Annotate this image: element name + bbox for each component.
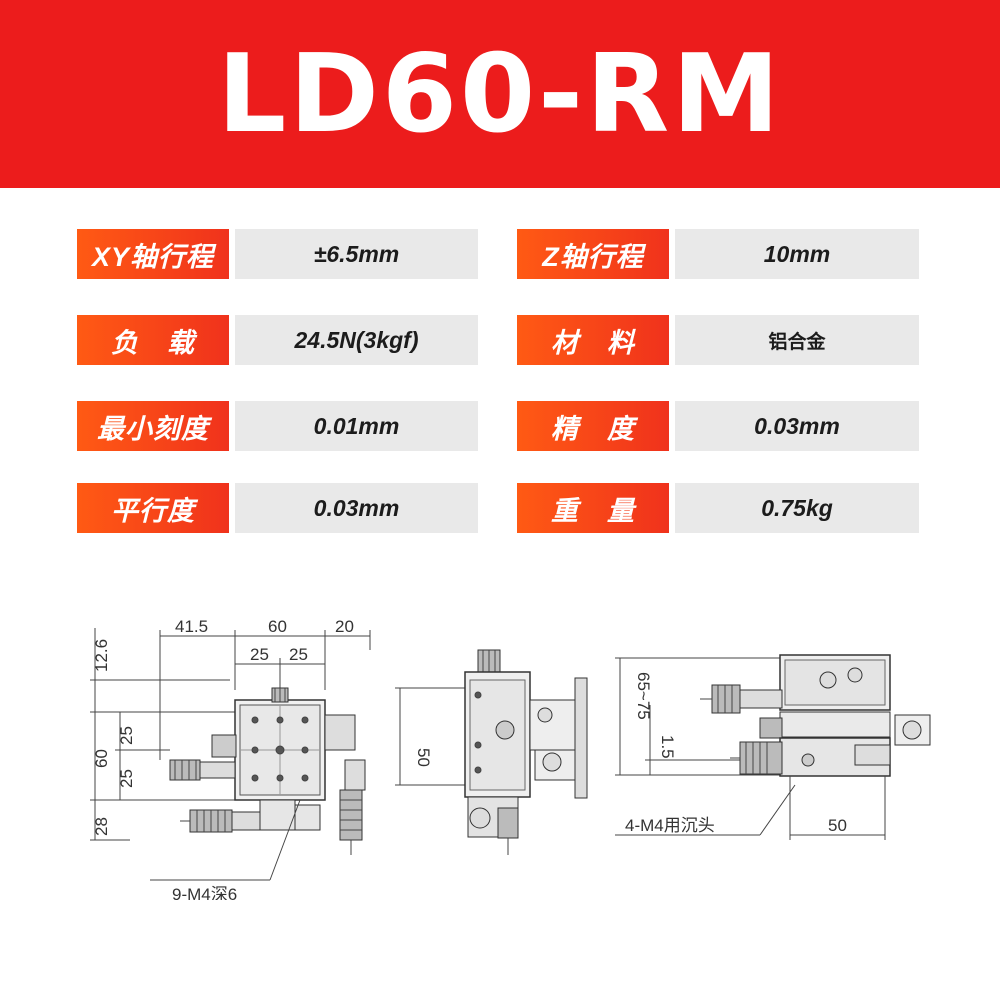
spec-value: 0.03mm (235, 483, 478, 533)
spec-label: 精 度 (517, 401, 669, 451)
spec-value: 0.03mm (675, 401, 919, 451)
spec-label: 负 载 (77, 315, 229, 365)
product-title: LD60-RM (217, 31, 783, 157)
spec-label: 重 量 (517, 483, 669, 533)
dim-60-top: 60 (268, 617, 287, 636)
dim-60-side: 60 (92, 749, 111, 768)
dim-20: 20 (335, 617, 354, 636)
dim-50-bottom: 50 (828, 816, 847, 835)
spec-label: XY轴行程 (77, 229, 229, 279)
spec-row: 最小刻度 0.01mm 精 度 0.03mm (0, 401, 1000, 451)
dim-28: 28 (92, 817, 111, 836)
dim-25-d: 25 (117, 769, 136, 788)
front-view (615, 654, 931, 840)
spec-label: Z轴行程 (517, 229, 669, 279)
spec-row: 负 载 24.5N(3kgf) 材 料 铝合金 (0, 315, 1000, 365)
dim-25-b: 25 (289, 645, 308, 664)
spec-label: 最小刻度 (77, 401, 229, 451)
technical-drawing: 41.5 60 20 25 25 12.6 60 25 25 28 9-M4深6… (90, 617, 931, 900)
title-banner: LD60-RM (0, 0, 1000, 188)
dim-12-6: 12.6 (92, 639, 111, 672)
dim-25-c: 25 (117, 726, 136, 745)
spec-row: 平行度 0.03mm 重 量 0.75kg (0, 483, 1000, 533)
spec-value: 24.5N(3kgf) (235, 315, 478, 365)
side-view (395, 649, 588, 855)
callout-9-m4: 9-M4深6 (172, 885, 237, 900)
dim-50-side: 50 (414, 748, 433, 767)
dim-65-75: 65~75 (634, 672, 653, 720)
spec-row: XY轴行程 ±6.5mm Z轴行程 10mm (0, 229, 1000, 279)
spec-label: 材 料 (517, 315, 669, 365)
spec-value: 0.75kg (675, 483, 919, 533)
spec-label: 平行度 (77, 483, 229, 533)
dim-1-5: 1.5 (658, 735, 677, 759)
spec-value: 铝合金 (675, 315, 919, 365)
callout-4-m4: 4-M4用沉头 (625, 816, 715, 835)
spec-value: 10mm (675, 229, 919, 279)
spec-value: 0.01mm (235, 401, 478, 451)
spec-value: ±6.5mm (235, 229, 478, 279)
dim-41-5: 41.5 (175, 617, 208, 636)
top-view (90, 628, 371, 881)
dim-25-a: 25 (250, 645, 269, 664)
